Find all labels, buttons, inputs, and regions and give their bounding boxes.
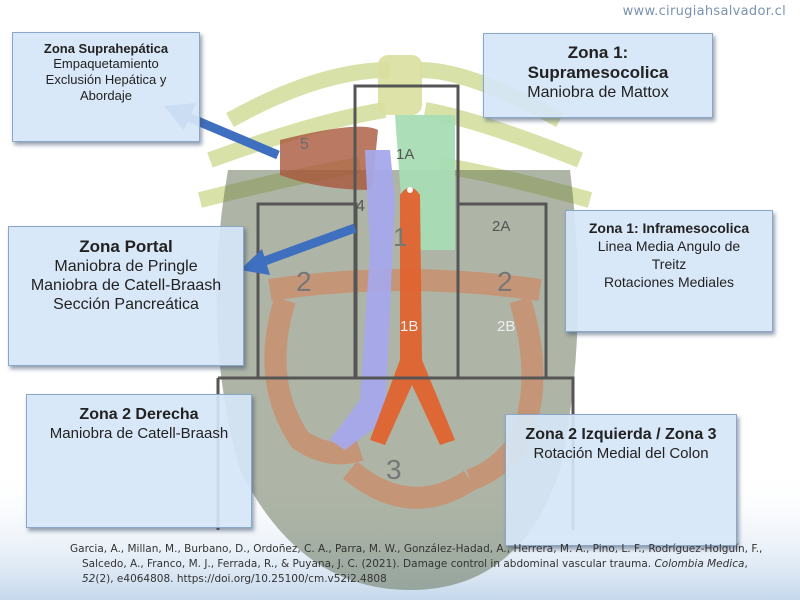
zone-label-2-left: 2 [296,266,312,297]
box-title: Zona Suprahepática [43,41,169,56]
zone-label-1b: 1B [400,318,419,335]
box-line: Linea Media Angulo de [597,238,741,254]
citation: Garcia, A., Millan, M., Burbano, D., Ord… [70,542,770,587]
box-zona-portal: Zona Portal Maniobra de Pringle Maniobra… [8,226,244,366]
citation-line: 52(2), e4064808. https://doi.org/10.2510… [70,572,770,587]
box-line: Rotación Medial del Colon [533,445,709,462]
zone-label-2a: 2A [492,218,511,235]
zone-label-1: 1 [393,222,408,252]
aorta [370,187,455,445]
zone-label-1a: 1A [396,146,415,163]
box-line: Exclusión Hepática y [45,72,167,87]
box-line: Maniobra de Pringle [54,258,198,275]
zone-label-2b: 2B [497,318,516,335]
box-line: Maniobra de Catell-Braash [30,277,222,294]
box-zona-suprahepatica: Zona Suprahepática Empaquetamiento Exclu… [12,32,200,142]
box-zona-1-inframesocolica: Zona 1: Inframesocolica Linea Media Angu… [565,210,773,332]
site-url: www.cirugiahsalvador.cl [622,4,786,19]
box-zona-2-derecha: Zona 2 Derecha Maniobra de Catell-Braash [26,394,252,528]
zone-label-3: 3 [386,454,402,485]
box-line: Sección Pancreática [53,296,199,313]
citation-line: Salcedo, A., Franco, M. J., Ferrada, R.,… [70,557,770,572]
box-title: Zona 1: [567,43,629,62]
box-title: Zona 2 Derecha [79,406,199,423]
box-zona-2-izquierda-zona-3: Zona 2 Izquierda / Zona 3 Rotación Media… [505,414,737,546]
zone-label-5: 5 [300,136,309,153]
box-line: Rotaciones Mediales [604,274,734,290]
citation-text: Salcedo, A., Franco, M. J., Ferrada, R.,… [82,558,655,570]
zone-label-4: 4 [356,198,365,215]
box-line: Maniobra de Catell-Braash [49,425,229,442]
box-title: Zona 2 Izquierda / Zona 3 [525,426,717,443]
arrow-to-portal [240,223,357,275]
box-title: Supramesocolica [527,63,669,82]
box-line: Maniobra de Mattox [527,84,669,101]
citation-comma: , [744,558,748,570]
box-title: Zona 1: Inframesocolica [588,220,750,236]
aorta-origin-dot [407,187,413,193]
citation-line: Garcia, A., Millan, M., Burbano, D., Ord… [70,543,763,555]
box-line: Empaquetamiento [53,56,159,71]
box-zona-1-supramesocolica: Zona 1: Supramesocolica Maniobra de Matt… [483,33,713,118]
zone-label-2-right: 2 [497,266,513,297]
box-line: Treitz [651,256,687,272]
vena-cava [330,150,395,450]
citation-volume: 52 [82,573,96,585]
citation-journal: Colombia Medica [654,558,745,570]
citation-text: (2), e4064808. https://doi.org/10.25100/… [95,573,387,585]
box-line: Abordaje [79,88,133,103]
box-title: Zona Portal [79,237,173,256]
